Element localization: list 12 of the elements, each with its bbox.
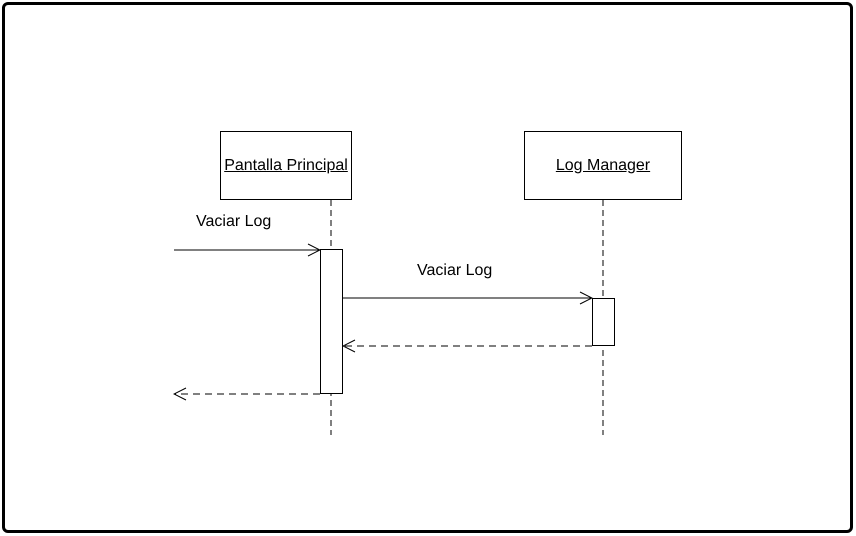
object-name: Pantalla Principal [224, 156, 348, 176]
message-label: Vaciar Log [196, 212, 272, 232]
activation-bar [320, 249, 343, 394]
message-arrow [342, 292, 592, 304]
object-name: Log Manager [556, 156, 650, 176]
message-arrow [342, 340, 592, 352]
activation-bar [592, 298, 615, 346]
lifeline-box [220, 131, 352, 200]
lifeline-box [524, 131, 682, 200]
message-label: Vaciar Log [417, 261, 492, 281]
message-arrow [174, 244, 320, 256]
message-arrow [174, 388, 320, 400]
